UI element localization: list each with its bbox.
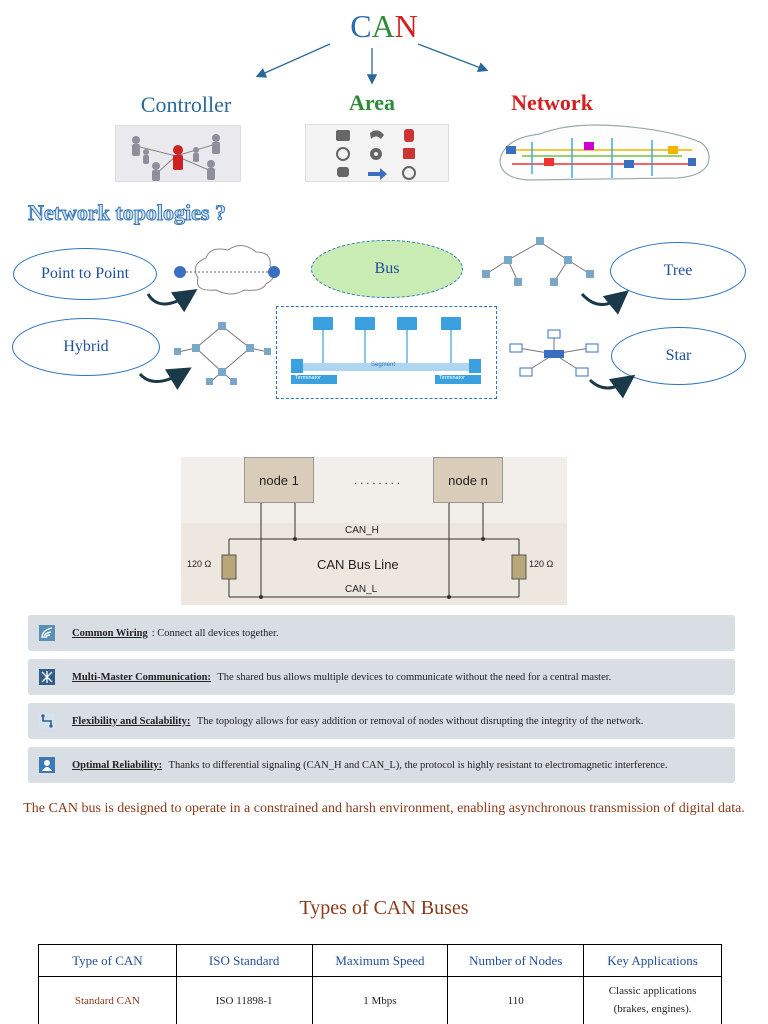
can-bus-diagram: node 1 . . . . . . . . node n CAN_H CAN … [181,457,567,605]
feature-title: Optimal Reliability: [72,759,163,771]
can-h-label: CAN_H [345,525,379,536]
can-bus-wiring [181,503,567,605]
summary-text: The CAN bus is designed to operate in a … [23,801,745,816]
user-icon [38,756,56,774]
header-speed: Maximum Speed [311,944,449,977]
wifi-icon [38,624,56,642]
cell-iso: ISO 11898-1 [175,976,313,1024]
segment-label: Segment [371,362,396,368]
feature-title: Flexibility and Scalability: [72,715,191,727]
cell-nodes: 110 [447,976,585,1024]
terminator-label-right: Terminator [439,375,465,381]
car-network-icon [499,124,710,181]
feature-title: Common Wiring [72,627,148,639]
feature-text: The topology allows for easy addition or… [194,715,644,727]
feature-text: The shared bus allows multiple devices t… [214,671,612,683]
cell-type: Standard CAN [38,976,177,1024]
controller-image [115,125,241,182]
topology-bus: Bus [311,240,463,298]
header-nodes: Number of Nodes [447,944,585,977]
branch-controller: Controller [140,92,232,117]
feature-text: Connect all devices together. [154,627,279,639]
topology-tree: Tree [610,242,746,300]
header-type: Type of CAN [38,944,177,977]
resistor-left-label: 120 Ω [187,559,212,569]
node-dots: . . . . . . . . [354,475,400,487]
feature-multi-master: Multi-Master Communication: The shared b… [28,659,735,695]
hybrid-diagram [174,322,271,385]
flow-icon [38,712,56,730]
star-diagram [509,329,599,377]
tree-diagram [482,237,594,286]
can-l-label: CAN_L [345,584,378,595]
car-parts-icons [336,129,416,180]
point-to-point-diagram [174,245,280,295]
node-n-box: node n [433,457,503,503]
network-icon [38,668,56,686]
feature-text: Thanks to differential signaling (CAN_H … [166,759,668,771]
can-bus-line-label: CAN Bus Line [317,557,399,572]
area-image [305,124,449,182]
cell-applications: Classic applications (brakes, engines). [583,976,722,1024]
topologies-heading: Network topologies ? [28,200,227,226]
title-letter-n: N [394,8,418,44]
title-letter-c: C [350,8,372,44]
header-iso: ISO Standard [175,944,313,977]
types-table: Type of CAN ISO Standard Maximum Speed N… [38,944,722,1024]
resistor-right-label: 120 Ω [529,559,554,569]
feature-flexibility: Flexibility and Scalability: The topolog… [28,703,735,739]
network-car-image [492,120,714,186]
branch-network: Network [511,90,593,115]
bus-segment-diagram: Segment Terminator Terminator [276,306,497,399]
feature-common-wiring: Common Wiring: Connect all devices toget… [28,615,735,651]
types-title: Types of CAN Buses [299,897,469,919]
bus-computers-icon [291,317,481,384]
people-network-icon [132,134,220,181]
page-title: CAN [0,8,768,45]
node-1-box: node 1 [244,457,314,503]
cell-speed: 1 Mbps [311,976,449,1024]
topology-point-to-point: Point to Point [13,248,157,300]
feature-reliability: Optimal Reliability: Thanks to different… [28,747,735,783]
table-header-row: Type of CAN ISO Standard Maximum Speed N… [38,944,722,977]
title-arrows [255,43,489,85]
title-letter-a: A [371,8,395,44]
feature-title: Multi-Master Communication: [72,671,211,683]
header-applications: Key Applications [583,944,722,977]
terminator-label-left: Terminator [295,375,321,381]
table-row: Standard CAN ISO 11898-1 1 Mbps 110 Clas… [38,976,722,1024]
curved-arrows [138,289,636,399]
branch-area: Area [348,90,396,115]
topology-hybrid: Hybrid [12,318,160,376]
